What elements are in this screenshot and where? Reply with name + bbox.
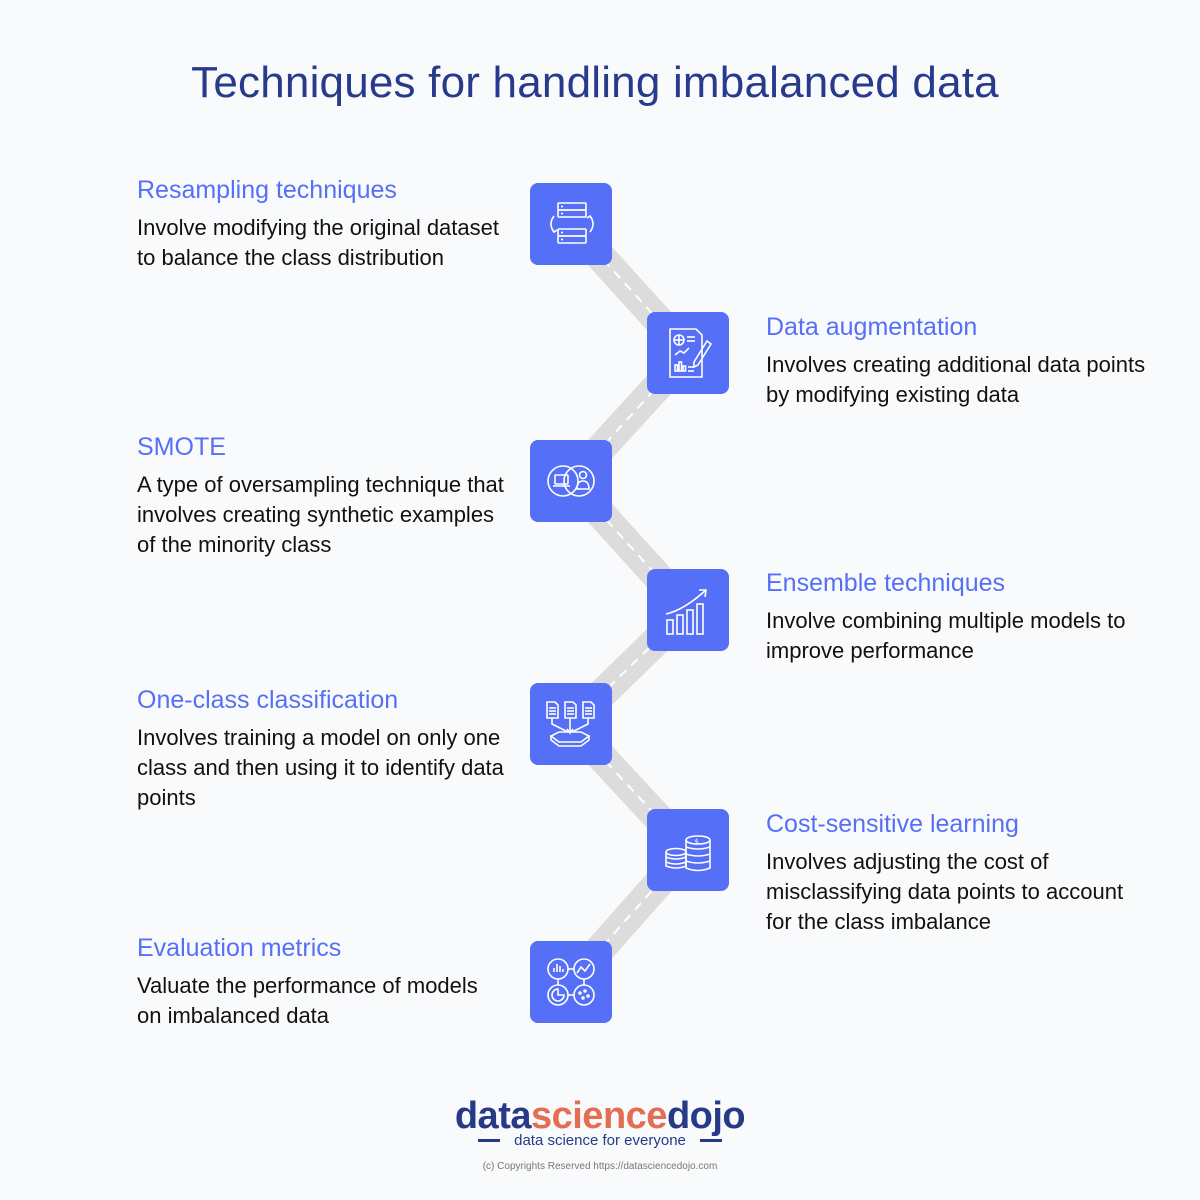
metrics-dashboard-icon: [547, 958, 595, 1006]
logo-part-science: science: [530, 1095, 667, 1137]
step-description: Involve combining multiple models to imp…: [766, 608, 1126, 663]
step-description: Involve modifying the original dataset t…: [137, 215, 499, 270]
step-box-augmentation: [647, 312, 729, 394]
step-description: Valuate the performance of models on imb…: [137, 973, 478, 1028]
database-sync-icon: [550, 202, 594, 244]
svg-text:$: $: [695, 838, 699, 846]
step-ensemble: Ensemble techniques Involve combining mu…: [766, 568, 1146, 666]
step-heading: Data augmentation: [766, 313, 978, 341]
tagline-bar-right: [699, 1139, 722, 1142]
step-cost-sensitive: Cost-sensitive learning Involves adjusti…: [766, 809, 1146, 937]
logo-part-data: data: [454, 1095, 532, 1137]
documents-merge-icon: [546, 701, 595, 747]
step-heading: Ensemble techniques: [766, 569, 1006, 597]
step-evaluation: Evaluation metrics Valuate the performan…: [137, 933, 507, 1031]
step-box-one-class: [530, 683, 612, 765]
step-heading: Resampling techniques: [137, 176, 397, 204]
overlap-laptop-person-icon: [547, 465, 595, 497]
step-heading: SMOTE: [137, 433, 226, 461]
brand-logo: datasciencedojo: [0, 1095, 1200, 1138]
tagline-bar-left: [478, 1139, 501, 1142]
step-box-cost-sensitive: $: [647, 809, 729, 891]
step-description: Involves training a model on only one cl…: [137, 725, 504, 810]
logo-part-dojo: dojo: [666, 1095, 746, 1137]
tagline-row: data science for everyone: [0, 1132, 1200, 1149]
step-box-smote: [530, 440, 612, 522]
step-resampling: Resampling techniques Involve modifying …: [137, 175, 507, 273]
step-smote: SMOTE A type of oversampling technique t…: [137, 432, 507, 560]
step-box-ensemble: [647, 569, 729, 651]
report-edit-icon: [669, 328, 713, 378]
step-description: Involves adjusting the cost of misclassi…: [766, 849, 1124, 934]
step-box-evaluation: [530, 941, 612, 1023]
step-heading: Cost-sensitive learning: [766, 810, 1019, 838]
step-description: Involves creating additional data points…: [766, 352, 1146, 407]
step-one-class: One-class classification Involves traini…: [137, 685, 507, 813]
step-augmentation: Data augmentation Involves creating addi…: [766, 312, 1146, 410]
page-title: Techniques for handling imbalanced data: [191, 58, 999, 107]
tagline: data science for everyone: [514, 1132, 686, 1149]
step-heading: One-class classification: [137, 686, 399, 714]
copyright-text: (c) Copyrights Reserved https://datascie…: [482, 1161, 718, 1172]
step-description: A type of oversampling technique that in…: [137, 472, 504, 557]
step-box-resampling: [530, 183, 612, 265]
step-heading: Evaluation metrics: [137, 934, 342, 962]
coins-icon: $: [665, 835, 711, 872]
growth-chart-icon: [665, 589, 707, 635]
